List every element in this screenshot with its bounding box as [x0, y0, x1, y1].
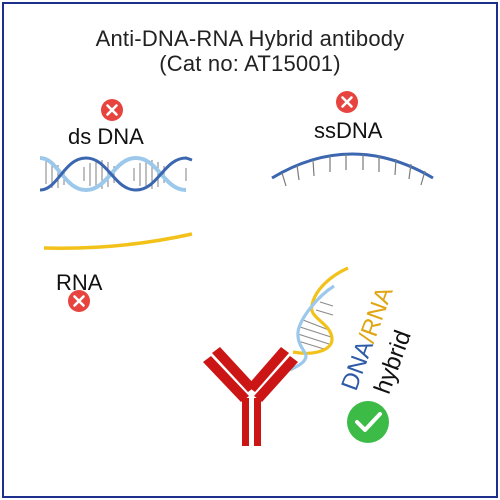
ds-dna-helix-icon [39, 155, 193, 193]
hybrid-label-group: DNA/RNA hybrid [336, 283, 417, 397]
check-icon [347, 401, 389, 443]
reject-icon [99, 97, 125, 123]
dna-rna-hybrid-helix-icon [289, 266, 349, 372]
ss-dna-label: ssDNA [314, 118, 383, 143]
reject-icon [66, 288, 92, 314]
ss-dna-strand-icon [271, 152, 434, 187]
antibody-icon [203, 347, 298, 446]
rna-strand-icon [43, 232, 193, 250]
title-line-1: Anti-DNA-RNA Hybrid antibody [95, 26, 405, 51]
reject-icon [334, 89, 360, 115]
title-line-2: (Cat no: AT15001) [159, 51, 341, 76]
ds-dna-label: ds DNA [68, 124, 144, 149]
